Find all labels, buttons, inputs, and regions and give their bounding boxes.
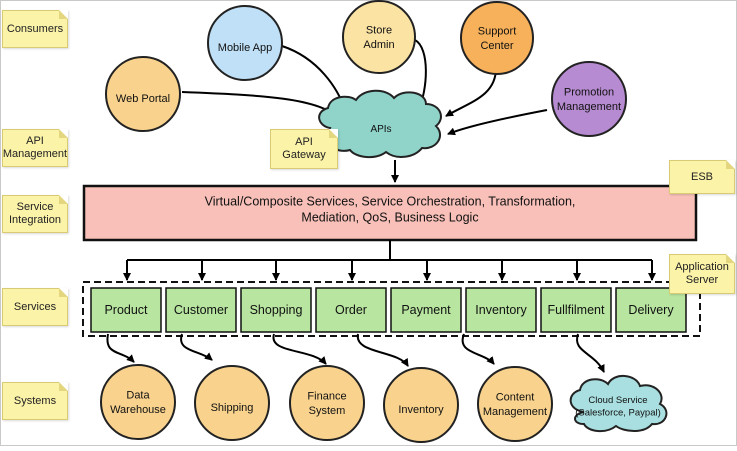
connector-order-inventory (356, 333, 409, 367)
esb-note: ESB (669, 160, 735, 194)
service-box-fullfilment (540, 287, 612, 333)
api-gateway-note: API Gateway (270, 129, 338, 169)
lane-consumers: Consumers (2, 10, 68, 48)
service-box-delivery (615, 287, 687, 333)
connector-shopping-finance (272, 333, 327, 365)
apis-label: APIs (370, 124, 391, 135)
service-box-product (90, 287, 162, 333)
system-connectors (106, 333, 605, 373)
service-label-shopping: Shopping (250, 303, 303, 317)
application-server-note: Application Server (669, 254, 735, 294)
application-server-container (82, 281, 701, 337)
connector-webportal-apis (181, 91, 339, 119)
service-label-order: Order (335, 303, 367, 317)
support-center-node (460, 1, 534, 75)
lane-api-management: API Management (2, 129, 68, 167)
cloud-service-shape (569, 375, 668, 432)
service-box-customer (165, 287, 237, 333)
web-portal-label: Web Portal (116, 93, 170, 105)
cloud-service: Cloud Service(Salesforce, Paypal) (569, 375, 668, 432)
content-management-node (477, 366, 553, 442)
service-label-customer: Customer (174, 303, 228, 317)
web-portal-node (105, 56, 181, 132)
promotion-management-node (551, 61, 627, 137)
apis-cloud: APIs (318, 89, 442, 158)
service-label-fullfilment: Fullfilment (548, 303, 605, 317)
mobile-app-node (207, 5, 283, 81)
service-box-order (315, 287, 387, 333)
service-label-delivery: Delivery (628, 303, 674, 317)
connector-inventory-content (461, 333, 495, 365)
connector-customer-shipping (180, 333, 213, 361)
connector-product-datawarehouse (106, 333, 135, 363)
shipping-label: Shipping (211, 402, 254, 414)
consumer-nodes (105, 0, 627, 137)
store-admin-node (342, 0, 416, 74)
connector-fullfilment-cloud (575, 333, 605, 373)
inventory-system-node (383, 367, 459, 443)
apis-cloud-shape (318, 89, 442, 158)
system-nodes (100, 364, 553, 443)
lane-systems: Systems (2, 382, 68, 420)
finance-system-node (289, 365, 365, 441)
shipping-node (194, 365, 270, 441)
service-box-payment (390, 287, 462, 333)
data-warehouse-node (100, 364, 176, 440)
connector-promotion-apis (447, 109, 548, 136)
service-box-inventory (465, 287, 537, 333)
esb-service-connectors (123, 240, 656, 281)
mobile-app-label: Mobile App (218, 42, 272, 54)
service-label-inventory: Inventory (475, 303, 527, 317)
service-boxes: Product Customer Shopping Order Payment Inven… (90, 287, 687, 333)
inventory-system-label: Inventory (398, 404, 444, 416)
connector-supportcenter-apis (445, 67, 497, 117)
cloud-service-label: Cloud Service(Salesforce, Paypal) (575, 395, 661, 418)
service-box-shopping (240, 287, 312, 333)
esb-description: Virtual/Composite Services, Service Orch… (205, 194, 576, 224)
esb-bar (82, 184, 698, 242)
lane-service-integration: Service Integration (2, 195, 68, 233)
service-label-product: Product (104, 303, 148, 317)
lane-services: Services (2, 288, 68, 326)
service-label-payment: Payment (401, 303, 451, 317)
